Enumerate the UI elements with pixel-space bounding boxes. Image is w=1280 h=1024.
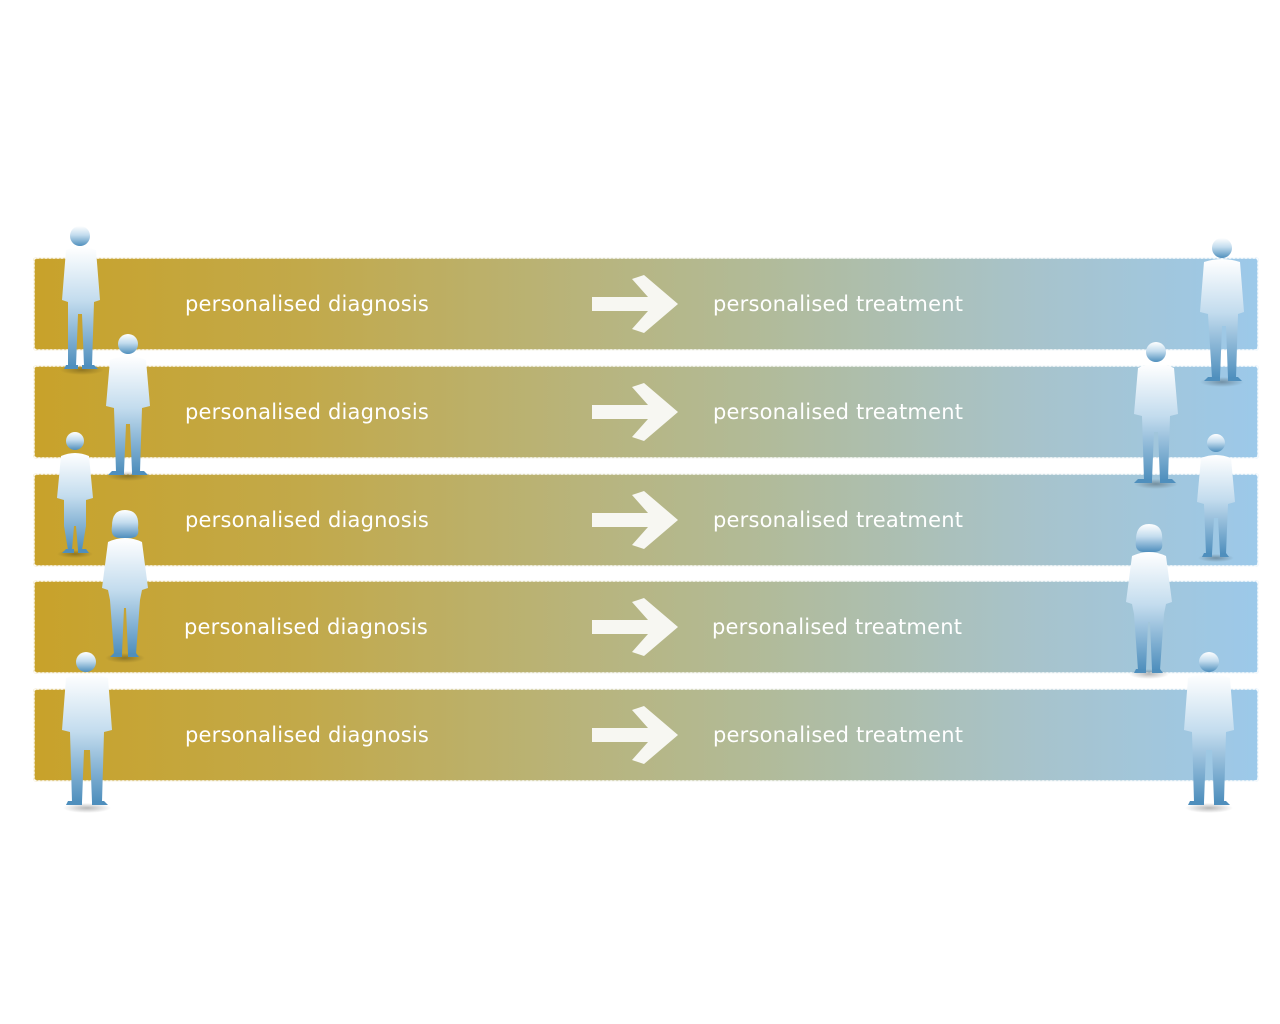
right-arrow-icon	[592, 598, 678, 656]
person-silhouette-icon	[62, 652, 112, 813]
pathway-row-1: personalised diagnosis personalised trea…	[33, 257, 1259, 351]
diagnosis-label: personalised diagnosis	[185, 292, 430, 316]
person-silhouette-icon	[57, 432, 93, 558]
pathway-row-4: personalised diagnosis personalised trea…	[33, 580, 1259, 674]
treatment-label: personalised treatment	[713, 508, 964, 532]
treatment-label: personalised treatment	[713, 723, 964, 747]
diagnosis-label: personalised diagnosis	[185, 723, 430, 747]
person-silhouette-icon	[106, 334, 150, 481]
person-silhouette-icon	[1200, 238, 1244, 387]
pathway-row-5: personalised diagnosis personalised trea…	[33, 688, 1259, 782]
right-arrow-icon	[592, 383, 678, 441]
right-arrow-icon	[592, 706, 678, 764]
treatment-label: personalised treatment	[713, 292, 964, 316]
diagnosis-label: personalised diagnosis	[185, 400, 430, 424]
pathway-row-3: personalised diagnosis personalised trea…	[33, 473, 1259, 567]
person-silhouette-icon	[60, 226, 104, 375]
person-silhouette-icon	[1184, 652, 1234, 813]
diagnosis-label: personalised diagnosis	[184, 615, 429, 639]
person-silhouette-icon	[1134, 342, 1178, 489]
right-arrow-icon	[592, 275, 678, 333]
diagnosis-label: personalised diagnosis	[185, 508, 430, 532]
person-silhouette-icon	[102, 510, 148, 663]
treatment-label: personalised treatment	[713, 400, 964, 424]
person-silhouette-icon	[1126, 524, 1172, 679]
right-arrow-icon	[592, 491, 678, 549]
person-silhouette-icon	[1197, 434, 1235, 562]
pathway-row-2: personalised diagnosis personalised trea…	[33, 365, 1259, 459]
treatment-label: personalised treatment	[712, 615, 963, 639]
